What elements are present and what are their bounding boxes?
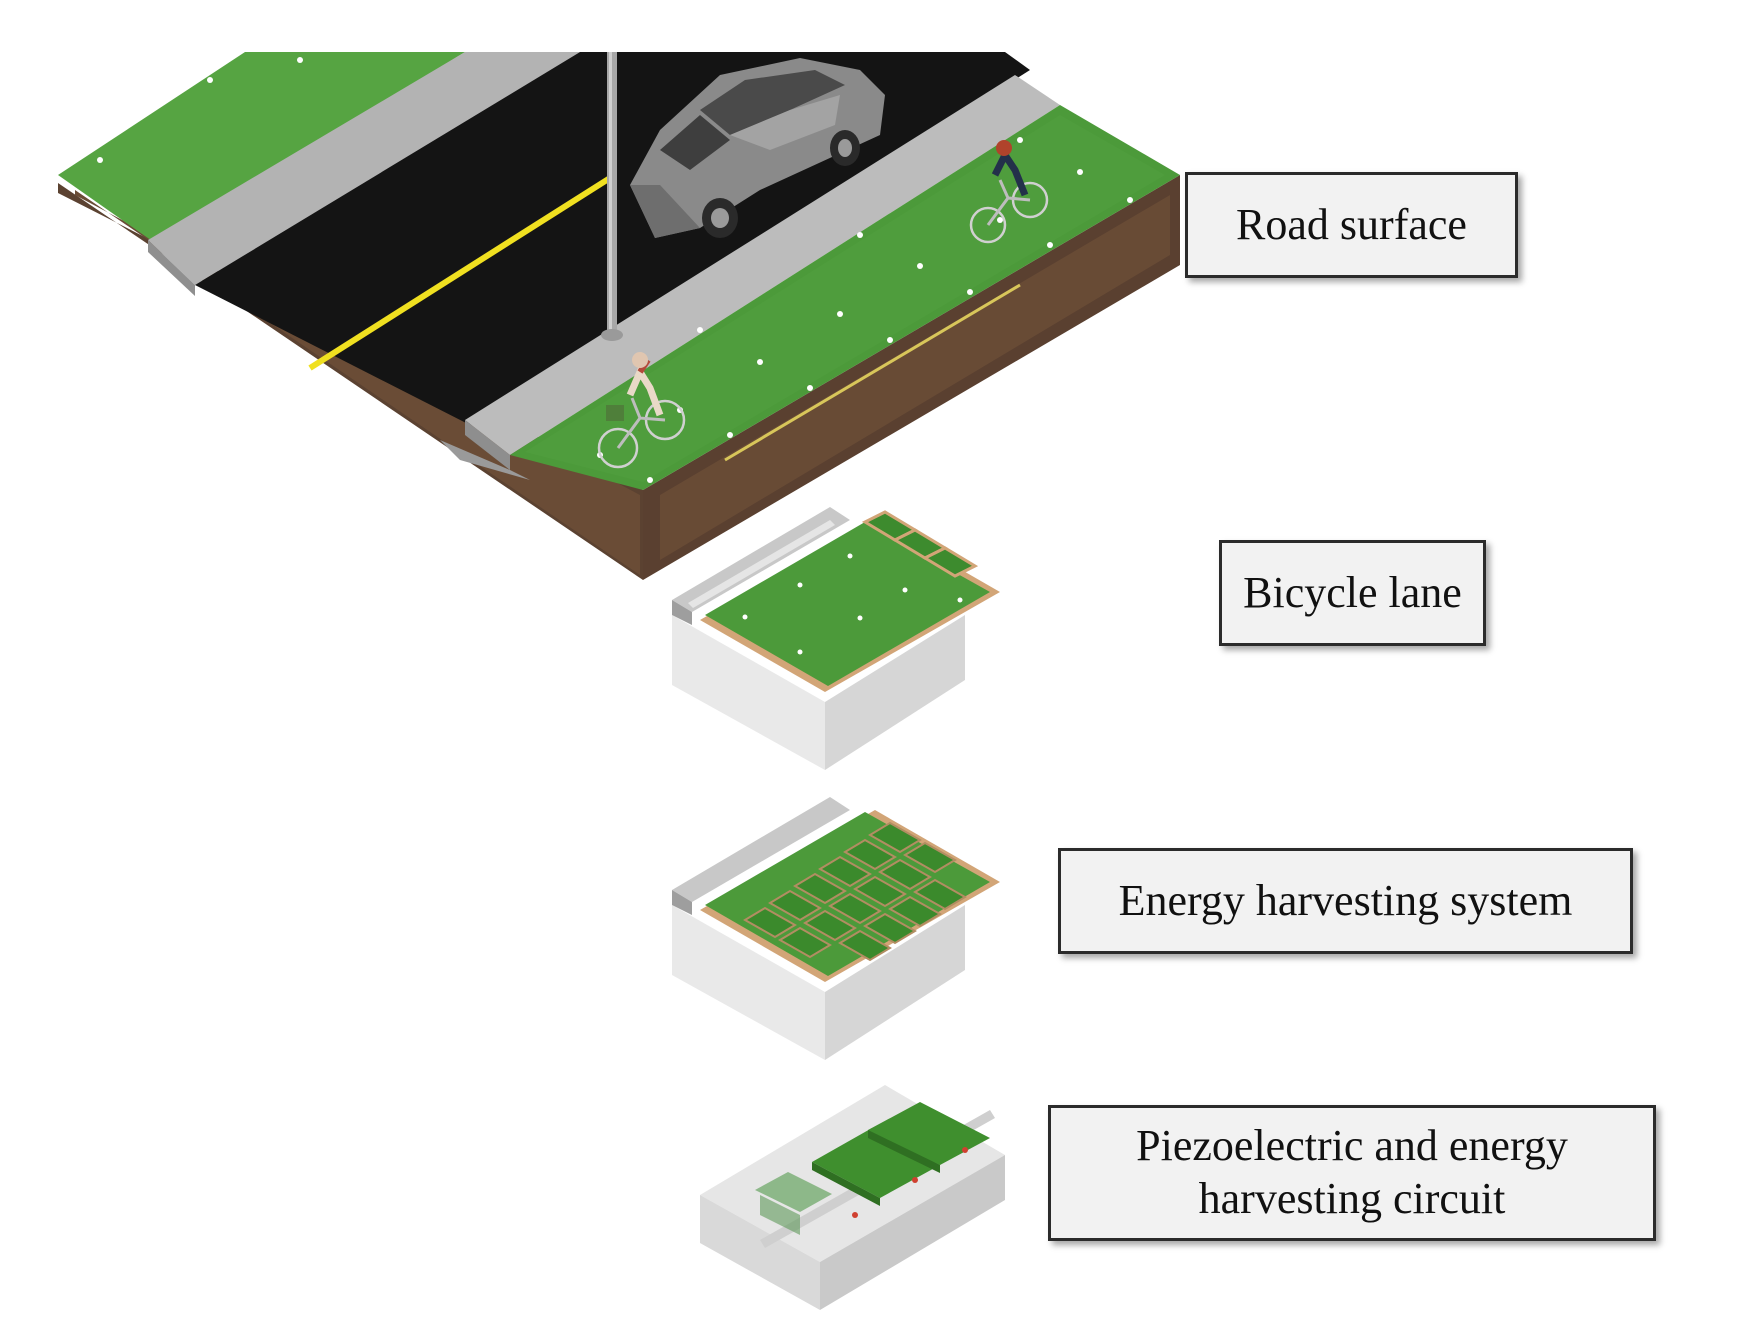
road-surface-label: Road surface (1185, 172, 1518, 278)
road-surface-block (58, 52, 1180, 580)
bicycle-lane-block (672, 507, 1000, 770)
bicycle-lane-label: Bicycle lane (1219, 540, 1486, 646)
piezo-circuit-text-line2: harvesting circuit (1198, 1174, 1506, 1223)
piezo-circuit-text-line1: Piezoelectric and energy (1136, 1121, 1568, 1171)
cyclist-icon (969, 140, 1049, 244)
piezo-plate (868, 1102, 990, 1165)
bicycle-lane-text: Bicycle lane (1243, 567, 1462, 617)
piezo-module-grid (743, 821, 967, 962)
road-surface-text: Road surface (1236, 199, 1467, 249)
bicycle-lane-panel (705, 522, 990, 686)
cyclist-icon (597, 352, 686, 469)
energy-harvesting-system-text: Energy harvesting system (1118, 875, 1573, 925)
piezo-circuit-label: Piezoelectric and energy harvesting circ… (1048, 1105, 1656, 1241)
street-light-pole-icon (601, 52, 623, 341)
energy-harvesting-system-label: Energy harvesting system (1058, 848, 1633, 954)
right-curb (465, 75, 1060, 455)
car-icon (630, 58, 885, 238)
piezo-circuit-block (700, 1085, 1005, 1310)
piezo-plate (812, 1128, 940, 1198)
center-line (308, 175, 612, 371)
left-curb (148, 52, 580, 285)
harvesting-circuit-box (755, 1172, 832, 1212)
left-grass-strip (58, 52, 465, 243)
energy-harvesting-system-block (672, 797, 1000, 1060)
